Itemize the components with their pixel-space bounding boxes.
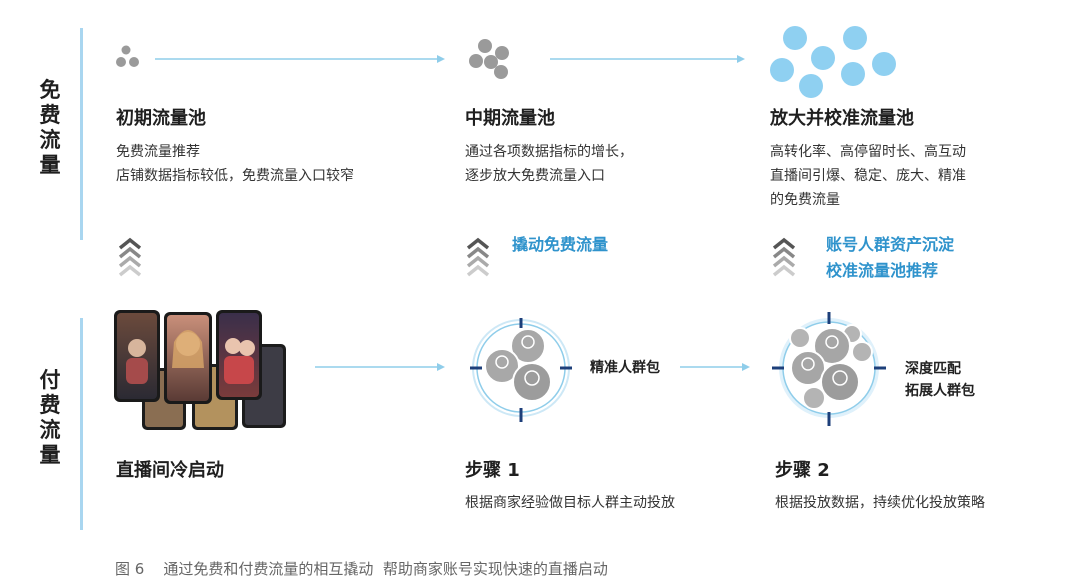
precise-audience-label: 精准人群包 (590, 360, 660, 376)
cold-start-title: 直播间冷启动 (116, 460, 224, 481)
calibrate-label: 账号人群资产沉淀 校准流量池推荐 (826, 235, 955, 280)
stage-initial-desc: 免费流量推荐 店铺数据指标较低，免费流量入口较窄 (116, 144, 354, 184)
stage-initial-title: 初期流量池 (116, 108, 206, 129)
bottom-arrow-1 (315, 363, 445, 371)
large-dot-cluster-icon (770, 26, 896, 98)
step-2-desc: 根据投放数据，持续优化投放策略 (775, 495, 985, 511)
top-arrow-1 (155, 55, 445, 63)
small-dot-cluster-icon (116, 45, 139, 67)
paid-section-bar (80, 318, 83, 530)
medium-dot-cluster-icon (469, 39, 509, 79)
chevron-up-icon (118, 237, 142, 277)
stage-expand-title: 放大并校准流量池 (770, 108, 914, 129)
chevron-up-icon (466, 237, 490, 277)
paid-traffic-label: 付费流量 (39, 368, 61, 467)
top-arrow-2 (550, 55, 745, 63)
step-2-title: 步骤 2 (775, 460, 830, 481)
step-1-title: 步骤 1 (465, 460, 520, 481)
audience-target-icon (470, 318, 572, 422)
leverage-free-traffic-label: 撬动免费流量 (512, 235, 609, 254)
audience-expand-icon (772, 312, 886, 426)
chevron-up-icon (772, 237, 796, 277)
stage-middle-desc: 通过各项数据指标的增长， 逐步放大免费流量入口 (465, 144, 633, 184)
step-1-desc: 根据商家经验做目标人群主动投放 (465, 495, 675, 511)
expand-audience-label: 深度匹配 拓展人群包 (905, 361, 975, 399)
figure-caption: 图 6 通过免费和付费流量的相互撬动 帮助商家账号实现快速的直播启动 (115, 560, 608, 578)
free-section-bar (80, 28, 83, 240)
stage-middle-title: 中期流量池 (465, 108, 555, 129)
stage-expand-desc: 高转化率、高停留时长、高互动 直播间引爆、稳定、庞大、精准 的免费流量 (770, 144, 966, 208)
free-traffic-label: 免费流量 (39, 78, 61, 177)
live-stream-phones-image (114, 310, 286, 430)
bottom-arrow-2 (680, 363, 750, 371)
